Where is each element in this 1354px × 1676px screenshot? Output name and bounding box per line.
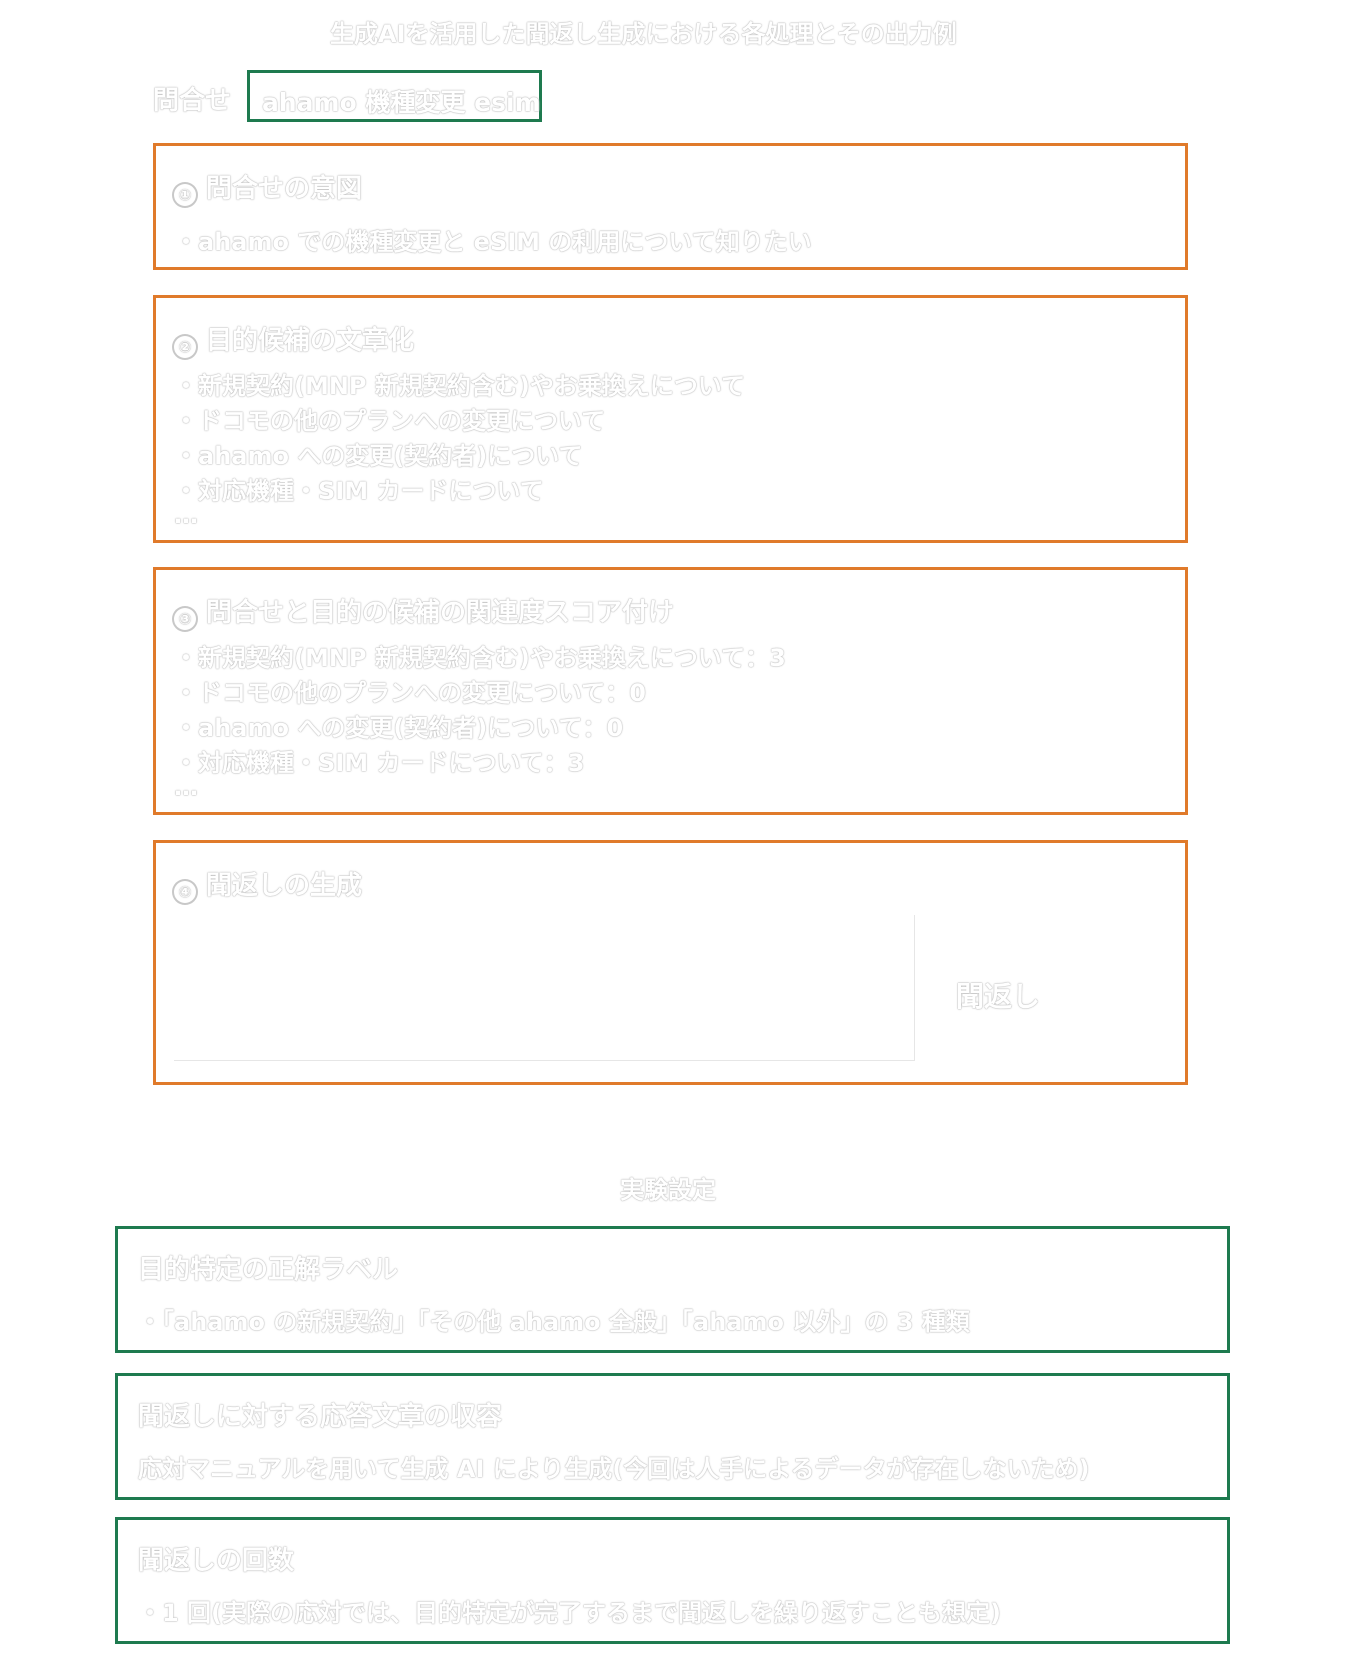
list-item: ・対応機種・SIM カードについて：3 (174, 749, 585, 777)
list-item: ・ahamo での機種変更と eSIM の利用について知りたい (174, 228, 812, 256)
condition-text: 応対マニュアルを用いて生成 AI により生成(今回は人手によるデータが存在しない… (138, 1455, 1090, 1483)
list-item: ・ahamo への変更(契約者)について (174, 442, 583, 470)
list-item: ・ドコモの他のプランへの変更について (174, 407, 606, 435)
page-title: 生成AIを活用した聞返し生成における各処理とその出力例 (330, 20, 957, 48)
query-box: ahamo 機種変更 esim (247, 70, 542, 122)
circled-number-icon: ② (174, 336, 196, 358)
query-label: 問合せ (153, 86, 232, 116)
side-label: 聞返し (956, 980, 1041, 1013)
condition-box-labels: 目的特定の正解ラベル ・「ahamo の新規契約」「その他 ahamo 全般」「… (115, 1226, 1230, 1353)
condition-text: ・「ahamo の新規契約」「その他 ahamo 全般」「ahamo 以外」の … (138, 1308, 970, 1336)
condition-box-responses: 聞返しに対する応答文章の収容 応対マニュアルを用いて生成 AI により生成(今回… (115, 1373, 1230, 1500)
condition-heading: 聞返しの回数 (138, 1546, 295, 1576)
condition-text: ・1 回(実際の応対では、目的特定が完了するまで聞返しを繰り返すことも想定) (138, 1599, 1001, 1627)
list-item-ellipsis: … (174, 773, 198, 801)
list-item: ・新規契約(MNP 新規契約含む)やお乗換えについて (174, 372, 746, 400)
conditions-title: 実験設定 (620, 1176, 716, 1204)
list-item: ・ドコモの他のプランへの変更について：0 (174, 679, 646, 707)
condition-box-rounds: 聞返しの回数 ・1 回(実際の応対では、目的特定が完了するまで聞返しを繰り返すこ… (115, 1517, 1230, 1644)
circled-number-icon: ① (174, 184, 196, 206)
list-item: ・対応機種・SIM カードについて (174, 477, 544, 505)
condition-heading: 聞返しに対する応答文章の収容 (138, 1402, 503, 1432)
circled-number-icon: ③ (174, 608, 196, 630)
list-item: ・新規契約(MNP 新規契約含む)やお乗換えについて：3 (174, 644, 786, 672)
list-item: ・ahamo への変更(契約者)について：0 (174, 714, 624, 742)
circled-number-icon: ④ (174, 881, 196, 903)
query-value: ahamo 機種変更 esim (262, 88, 541, 117)
list-item-ellipsis: … (174, 501, 198, 529)
generation-panel (174, 915, 915, 1061)
condition-heading: 目的特定の正解ラベル (138, 1255, 399, 1285)
